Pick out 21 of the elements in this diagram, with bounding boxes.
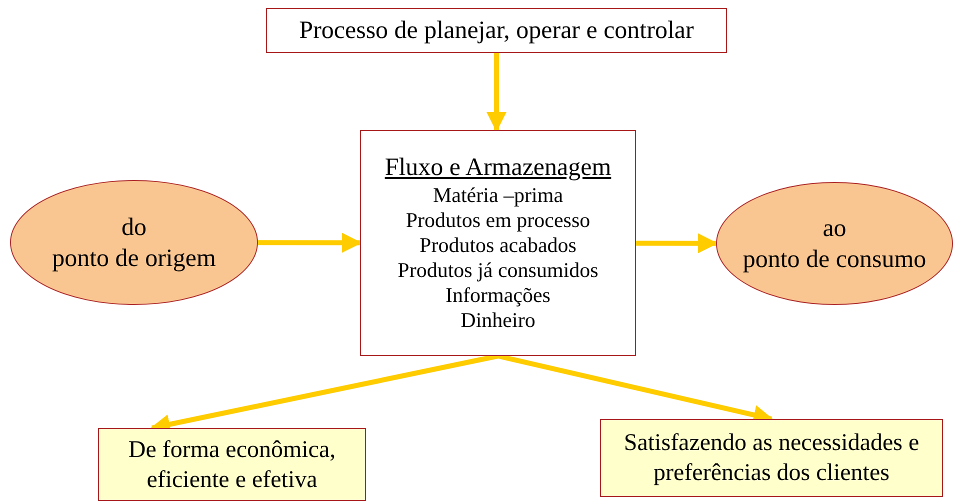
list-item: Dinheiro — [460, 308, 536, 333]
arrow — [486, 53, 506, 132]
box-heading: Fluxo e Armazenagem — [384, 153, 612, 183]
list-item: Produtos acabados — [420, 233, 576, 258]
note-box — [600, 419, 943, 497]
ellipse-text: ponto de origem — [52, 244, 216, 274]
flow-box — [360, 130, 636, 356]
ellipse-text: ao — [822, 214, 846, 244]
list-item: Informações — [446, 283, 550, 308]
ellipse-text: ponto de consumo — [742, 244, 926, 274]
note-box — [98, 428, 366, 501]
arrow — [258, 232, 362, 253]
note-text: Satisfazendo as necessidades e preferências dos clientes — [622, 429, 920, 488]
arrow — [636, 233, 718, 254]
list-item: Produtos em processo — [406, 208, 590, 233]
process-box — [266, 8, 727, 53]
list-item: Matéria –prima — [432, 183, 564, 208]
ellipse-text: do — [122, 212, 146, 242]
note-text: De forma econômica, eficiente e efetiva — [127, 436, 337, 494]
box-text: Processo de planejar, operar e controlar — [299, 16, 694, 46]
list-item: Produtos já consumidos — [398, 258, 598, 283]
